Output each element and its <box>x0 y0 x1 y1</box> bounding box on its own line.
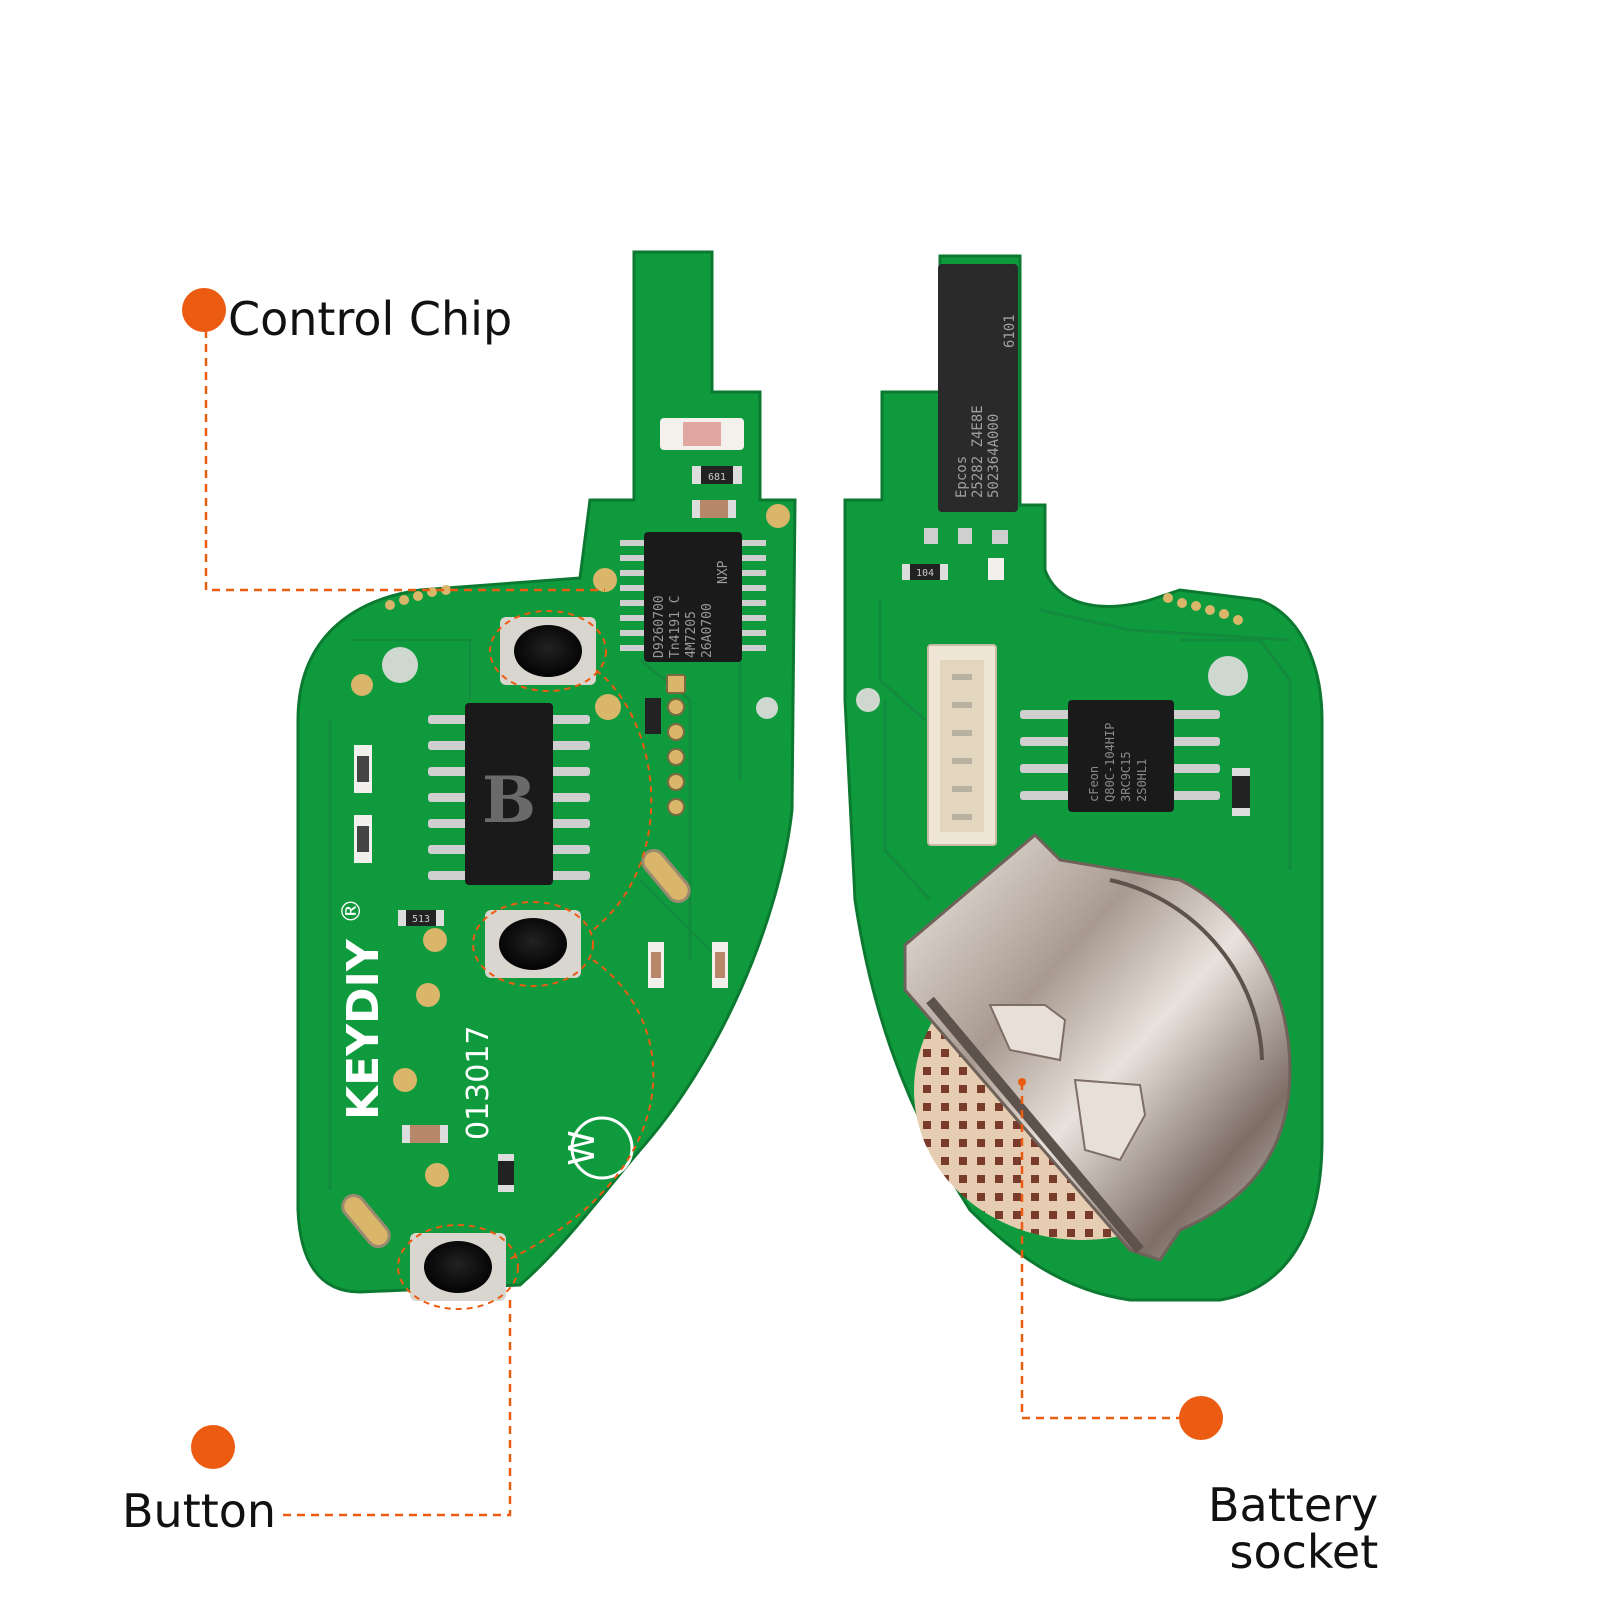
battery-pointer <box>1018 1078 1185 1420</box>
svg-text:2S0HL1: 2S0HL1 <box>1135 759 1149 802</box>
battery-socket-label: Battery socket <box>1208 1482 1378 1576</box>
button-callout-pointer <box>191 1300 512 1517</box>
svg-text:502364A000: 502364A000 <box>986 414 1002 498</box>
board-front: 681 D9260700 Tn4191 C 4M <box>296 250 797 1310</box>
control-chip-label: Control Chip <box>228 292 513 346</box>
battery-socket-label-line2: socket <box>1229 1524 1379 1579</box>
svg-text:513: 513 <box>412 914 430 925</box>
battery-socket <box>903 832 1292 1262</box>
svg-text:W: W <box>562 1130 603 1166</box>
chip-marking-1: D9260700 <box>652 595 667 658</box>
smd-left-1 <box>354 745 372 793</box>
programming-header <box>666 674 686 816</box>
smd-right-2 <box>712 942 728 988</box>
button-middle <box>485 910 581 978</box>
resistor-202 <box>498 1154 514 1192</box>
button-top <box>500 617 596 685</box>
chip-marking-2: Tn4191 C <box>668 595 683 658</box>
battery-socket-label-line1: Battery <box>1208 1478 1379 1532</box>
svg-text:681: 681 <box>708 472 726 483</box>
ic-b-letter: B <box>482 763 536 838</box>
svg-text:6101: 6101 <box>1002 314 1018 348</box>
resistor-513-left: 513 <box>398 910 444 926</box>
led <box>660 418 744 450</box>
ic-b: B <box>428 703 590 885</box>
smd-right-1 <box>648 942 664 988</box>
capacitor <box>692 500 736 518</box>
w-logo: W <box>562 1116 634 1180</box>
chip-callout-pointer <box>182 288 605 592</box>
svg-text:cFeon: cFeon <box>1087 766 1101 802</box>
smd-left-2 <box>354 815 372 863</box>
resistor-104-top: 104 <box>902 564 948 580</box>
registered-mark: ® <box>337 898 367 924</box>
svg-text:3RC9C15: 3RC9C15 <box>1119 751 1133 802</box>
chip-marking-3: 4M7205 <box>684 611 699 658</box>
svg-text:104: 104 <box>916 568 934 579</box>
board-back: Epcos 25282 Z4E8E 502364A000 6101 104 <box>385 254 1324 1420</box>
brand-text: KEYDIY <box>338 938 389 1120</box>
serial-silkscreen: 013017 <box>461 1025 496 1140</box>
chip-marking-5: NXP <box>716 560 731 584</box>
control-chip: D9260700 Tn4191 C 4M7205 26A0700 NXP <box>620 532 766 662</box>
button-highlights <box>397 610 655 1310</box>
svg-text:Epcos: Epcos <box>954 456 970 498</box>
svg-text:Q80C-104HIP: Q80C-104HIP <box>1103 723 1117 802</box>
brand-silkscreen: KEYDIY ® <box>337 898 389 1120</box>
antenna-coil: Epcos 25282 Z4E8E 502364A000 6101 <box>938 264 1018 512</box>
eeprom-chip: cFeon Q80C-104HIP 3RC9C15 2S0HL1 <box>1020 700 1220 812</box>
battery-callout-dot <box>1179 1396 1223 1440</box>
button-bottom <box>410 1233 506 1301</box>
connector <box>927 644 997 846</box>
resistor-681: 681 <box>692 466 742 484</box>
resistor-513-top <box>645 698 661 734</box>
button-label: Button <box>122 1484 277 1538</box>
resistor-104-side <box>1232 768 1250 816</box>
svg-text:25282 Z4E8E: 25282 Z4E8E <box>970 405 986 498</box>
chip-marking-4: 26A0700 <box>700 603 715 658</box>
capacitor-lower <box>402 1125 448 1143</box>
